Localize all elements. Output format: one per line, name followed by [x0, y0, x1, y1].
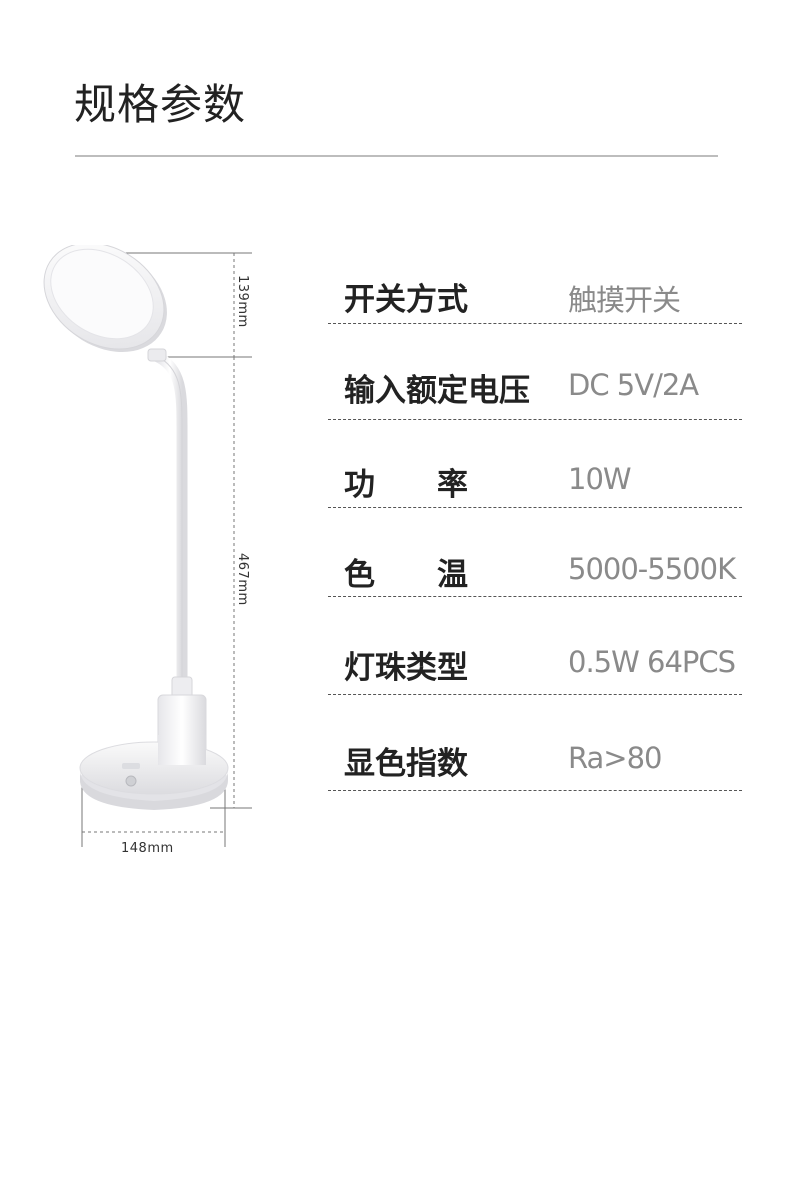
page-title: 规格参数: [74, 80, 247, 129]
desk-lamp-icon: [43, 245, 252, 847]
spec-value: 触摸开关: [568, 283, 681, 317]
spec-value: 0.5W 64PCS: [568, 645, 736, 679]
head-height-label: 139mm: [235, 275, 250, 328]
spec-row-cri: 显色指数 Ra>80: [328, 694, 742, 791]
spec-label: 开关方式: [344, 282, 468, 318]
spec-row-color-temp: 色 温 5000-5500K: [328, 507, 742, 597]
total-height-label: 467mm: [235, 553, 250, 606]
touch-switch-icon: [125, 775, 137, 787]
spec-value: DC 5V/2A: [568, 368, 699, 402]
spec-value: Ra>80: [568, 741, 662, 775]
base-width-label: 148mm: [121, 841, 174, 856]
spec-label: 功 率: [344, 467, 468, 503]
spec-row-voltage: 输入额定电压 DC 5V/2A: [328, 323, 742, 420]
spec-row-led-type: 灯珠类型 0.5W 64PCS: [328, 596, 742, 695]
title-divider: [75, 155, 718, 157]
spec-label: 输入额定电压: [344, 373, 530, 409]
spec-row-power: 功 率 10W: [328, 419, 742, 508]
spec-value: 5000-5500K: [568, 552, 736, 586]
spec-value: 10W: [568, 462, 632, 496]
lamp-illustration: 139mm 467mm 148mm: [30, 245, 270, 865]
spec-label: 显色指数: [344, 746, 468, 782]
spec-label: 灯珠类型: [344, 650, 468, 686]
spec-label: 色 温: [344, 557, 468, 593]
spec-row-switch: 开关方式 触摸开关: [328, 250, 742, 324]
